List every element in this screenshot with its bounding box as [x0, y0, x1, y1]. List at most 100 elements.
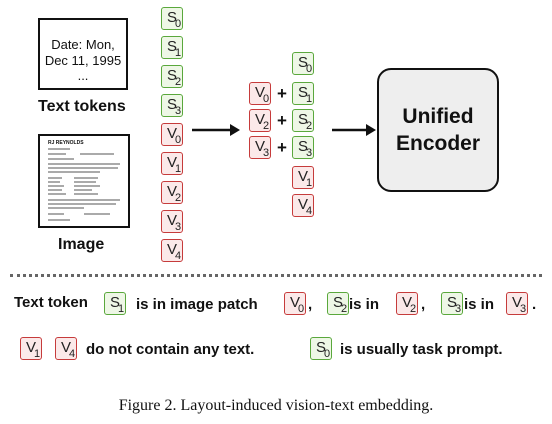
token-subscript: 4: [69, 348, 76, 360]
image-label: Image: [58, 236, 105, 253]
token-letter: V: [167, 183, 178, 200]
figure-caption: Figure 2. Layout-induced vision-text emb…: [118, 397, 434, 414]
token-subscript: 2: [410, 303, 417, 315]
token-letter: V: [402, 294, 413, 311]
token-letter: S: [298, 54, 309, 71]
token-subscript: 0: [306, 63, 313, 75]
token-letter: S: [110, 294, 121, 311]
legend-comma-2: ,: [421, 296, 426, 313]
legend-is-in-2: is in: [349, 296, 380, 313]
legend-period: .: [532, 296, 537, 313]
text-document: Date: Mon, Dec 11, 1995 ...: [38, 18, 128, 90]
legend-text-token-label: Text token: [14, 294, 88, 311]
encoder-line-1: Unified: [402, 105, 474, 128]
scan-header: RJ REYNOLDS: [48, 140, 84, 146]
token-subscript: 3: [175, 105, 182, 117]
plus-sign: +: [277, 84, 287, 103]
token-letter: V: [255, 84, 266, 101]
token-subscript: 2: [263, 120, 270, 132]
token-subscript: 0: [175, 18, 182, 30]
token-subscript: 0: [263, 93, 270, 105]
token-subscript: 1: [306, 177, 313, 189]
token-subscript: 3: [175, 221, 182, 233]
token-letter: S: [447, 294, 458, 311]
doc-line-3: ...: [77, 68, 89, 83]
legend-comma: ,: [308, 296, 313, 313]
token-subscript: 1: [34, 348, 41, 360]
token-letter: V: [61, 339, 72, 356]
token-letter: S: [316, 339, 327, 356]
token-letter: V: [26, 339, 37, 356]
token-letter: V: [298, 196, 309, 213]
token-subscript: 1: [118, 303, 125, 315]
token-subscript: 2: [175, 192, 182, 204]
scanned-document-image: RJ REYNOLDS: [38, 134, 130, 228]
encoder-line-2: Encoder: [395, 132, 481, 155]
token-letter: V: [255, 111, 266, 128]
token-letter: S: [298, 138, 309, 155]
token-subscript: 0: [298, 303, 305, 315]
doc-line-2: Dec 11, 1995: [44, 53, 122, 68]
token-letter: S: [167, 67, 178, 84]
token-letter: V: [298, 168, 309, 185]
token-letter: V: [167, 212, 178, 229]
arrow-right-icon: [192, 124, 240, 136]
token-letter: S: [167, 38, 178, 55]
text-tokens-label: Text tokens: [38, 98, 126, 115]
token-letter: S: [298, 84, 309, 101]
token-letter: S: [333, 294, 344, 311]
plus-sign: +: [277, 111, 287, 130]
plus-sign: +: [277, 138, 287, 157]
legend-no-text: do not contain any text.: [86, 341, 255, 358]
unified-encoder-box: Unified Encoder: [377, 68, 499, 192]
token-letter: S: [298, 111, 309, 128]
token-subscript: 3: [520, 303, 527, 315]
token-subscript: 0: [324, 348, 331, 360]
legend-is-in-3: is in: [464, 296, 495, 313]
token-letter: S: [167, 9, 178, 26]
token-letter: V: [512, 294, 523, 311]
token-subscript: 2: [306, 120, 313, 132]
token-subscript: 3: [455, 303, 462, 315]
token-subscript: 1: [175, 47, 182, 59]
token-letter: V: [255, 138, 266, 155]
token-subscript: 3: [306, 147, 313, 159]
token-subscript: 0: [175, 134, 182, 146]
token-letter: S: [167, 96, 178, 113]
doc-line-1: Date: Mon,: [51, 37, 115, 52]
token-subscript: 1: [175, 163, 182, 175]
token-letter: V: [167, 125, 178, 142]
arrow-right-icon: [332, 124, 376, 136]
token-subscript: 2: [341, 303, 348, 315]
token-letter: V: [290, 294, 301, 311]
token-letter: V: [167, 154, 178, 171]
token-letter: V: [167, 241, 178, 258]
legend-is-in-image-patch: is in image patch: [136, 296, 258, 313]
dotted-separator: [10, 274, 542, 277]
